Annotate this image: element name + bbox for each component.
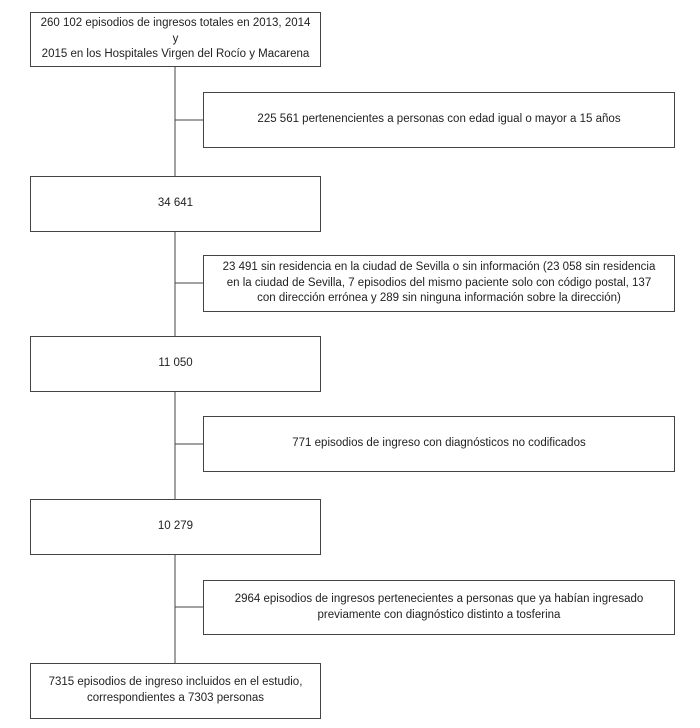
- exclusion-box-residence: 23 491 sin residencia en la ciudad de Se…: [203, 255, 675, 312]
- flow-box-final-study: 7315 episodios de ingreso incluidos en e…: [30, 663, 321, 719]
- exclusion-box-age-text: 225 561 pertenencientes a personas con e…: [257, 113, 621, 126]
- flow-box-step4: 10 279: [30, 499, 321, 555]
- flow-box-step2-text: 34 641: [157, 197, 194, 210]
- flow-box-step2: 34 641: [30, 176, 321, 232]
- exclusion-box-uncoded: 771 episodios de ingreso con diagnóstico…: [203, 416, 675, 472]
- exclusion-box-uncoded-text: 771 episodios de ingreso con diagnóstico…: [292, 437, 586, 450]
- exclusion-box-readmission-text: 2964 episodios de ingresos perteneciente…: [234, 592, 644, 621]
- exclusion-box-readmission: 2964 episodios de ingresos perteneciente…: [203, 580, 675, 635]
- flow-box-step4-text: 10 279: [157, 520, 194, 533]
- flow-box-step3: 11 050: [30, 336, 321, 392]
- flow-box-final-study-text: 7315 episodios de ingreso incluidos en e…: [48, 676, 303, 704]
- flow-box-step3-text: 11 050: [158, 357, 193, 370]
- exclusion-box-age: 225 561 pertenencientes a personas con e…: [203, 92, 675, 148]
- flow-box-total-episodes: 260 102 episodios de ingresos totales en…: [30, 12, 321, 67]
- exclusion-box-residence-text: 23 491 sin residencia en la ciudad de Se…: [222, 261, 656, 305]
- flow-box-total-episodes-text: 260 102 episodios de ingresos totales en…: [40, 17, 311, 61]
